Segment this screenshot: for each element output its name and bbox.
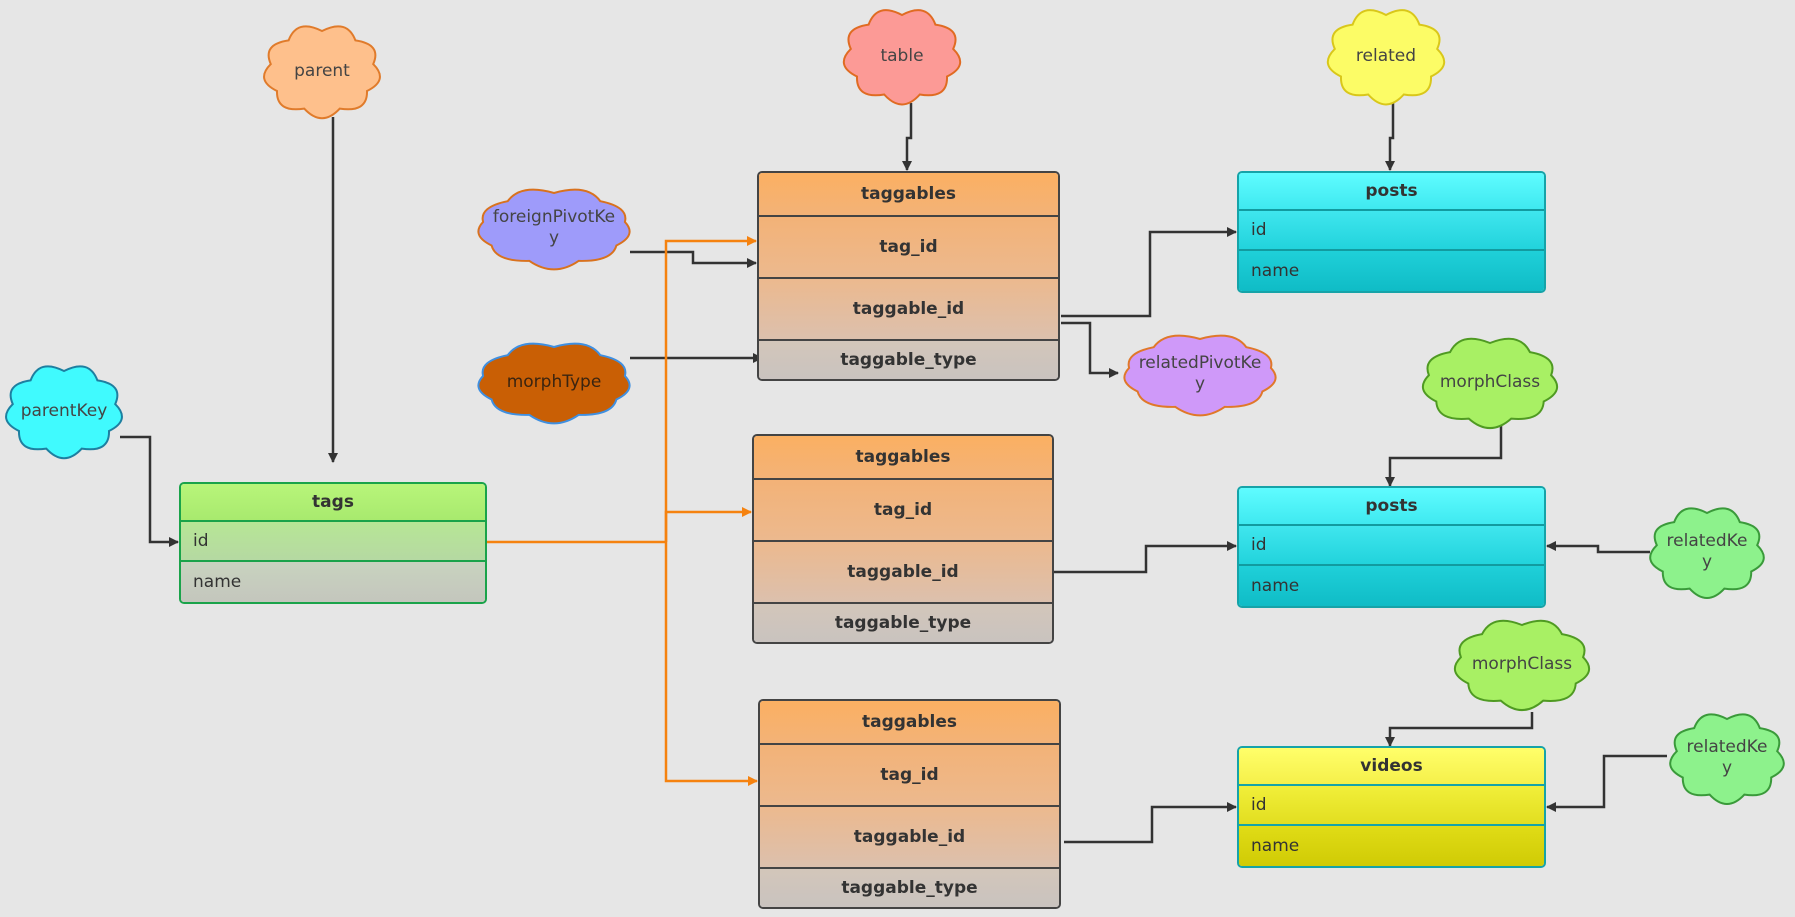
cloud-foreign-pivot-key: foreignPivotKey — [474, 186, 634, 271]
cloud-shape — [477, 188, 631, 271]
cloud-parent-key-label: parentKey — [20, 400, 108, 421]
connector-morphclass2-videos — [1385, 712, 1534, 747]
table-taggables-3-field-taggable-type: taggable_type — [760, 869, 1059, 907]
cloud-shape — [1649, 507, 1765, 600]
cloud-morph-class-1: morphClass — [1420, 336, 1560, 430]
cloud-foreign-pivot-key-label: foreignPivotKey — [492, 207, 616, 248]
table-videos-field-name: name — [1239, 826, 1544, 866]
table-taggables-3-title: taggables — [760, 701, 1059, 745]
cloud-related-pivot-key-label: relatedPivotKey — [1138, 353, 1262, 394]
cloud-shape — [1453, 619, 1591, 712]
connector-related-posts — [1385, 103, 1395, 171]
connector-foreignpivotkey-tagid — [630, 250, 757, 268]
table-taggables-1-field-taggable-type: taggable_type — [759, 341, 1058, 379]
cloud-related-key-1-label: relatedKey — [1666, 531, 1748, 572]
connector-taggableid-relatedpivotkey — [1061, 321, 1119, 378]
table-taggables-3[interactable]: taggables tag_id taggable_id taggable_ty… — [758, 699, 1061, 909]
connector-taggableid-posts1 — [1061, 227, 1237, 318]
table-videos-title: videos — [1239, 748, 1544, 786]
connector-tags-taggables1 — [664, 236, 757, 542]
table-posts-1[interactable]: posts id name — [1237, 171, 1546, 293]
cloud-related-key-2: relatedKey — [1668, 712, 1786, 806]
connector-relatedkey1-id — [1546, 541, 1650, 554]
cloud-related-key-1: relatedKey — [1648, 506, 1766, 600]
connector-taggableid-videos — [1064, 802, 1237, 844]
cloud-table: table — [842, 8, 962, 106]
table-taggables-2-field-taggable-type: taggable_type — [754, 604, 1052, 642]
cloud-parent-label: parent — [294, 60, 350, 81]
cloud-morph-class-1-label: morphClass — [1439, 371, 1541, 392]
cloud-parent: parent — [262, 24, 382, 120]
connector-tags-taggables2 — [664, 507, 752, 542]
cloud-related-pivot-key: relatedPivotKey — [1120, 332, 1280, 417]
cloud-shape — [1421, 337, 1559, 430]
cloud-parent-key: parentKey — [4, 364, 124, 460]
connector-tags-taggables3 — [664, 542, 758, 786]
cloud-related: related — [1326, 8, 1446, 106]
connector-taggableid-posts2 — [1053, 541, 1237, 574]
cloud-shape — [842, 9, 962, 106]
table-taggables-2[interactable]: taggables tag_id taggable_id taggable_ty… — [752, 434, 1054, 644]
connector-parentkey-id — [120, 435, 179, 547]
table-posts-2-title: posts — [1239, 488, 1544, 526]
table-taggables-1-field-taggable-id: taggable_id — [759, 279, 1058, 341]
table-posts-2-field-id: id — [1239, 526, 1544, 566]
table-posts-1-title: posts — [1239, 173, 1544, 211]
table-tags-field-name: name — [181, 562, 485, 602]
table-posts-2[interactable]: posts id name — [1237, 486, 1546, 608]
connector-morphclass1-posts2 — [1385, 426, 1503, 487]
cloud-morph-type: morphType — [474, 340, 634, 425]
table-taggables-3-field-tag-id: tag_id — [760, 745, 1059, 807]
cloud-related-key-2-label: relatedKey — [1686, 737, 1768, 778]
table-taggables-1[interactable]: taggables tag_id taggable_id taggable_ty… — [757, 171, 1060, 381]
cloud-table-label: table — [880, 45, 924, 66]
table-taggables-2-field-taggable-id: taggable_id — [754, 542, 1052, 604]
table-videos-field-id: id — [1239, 786, 1544, 826]
table-tags-title: tags — [181, 484, 485, 522]
cloud-morph-class-2-label: morphClass — [1471, 653, 1573, 674]
connector-table-taggables — [902, 103, 913, 171]
cloud-morph-class-2: morphClass — [1452, 618, 1592, 712]
cloud-shape — [263, 25, 381, 120]
table-posts-2-field-name: name — [1239, 566, 1544, 606]
cloud-shape — [477, 342, 631, 425]
cloud-shape — [5, 365, 123, 460]
table-taggables-1-field-tag-id: tag_id — [759, 217, 1058, 279]
table-taggables-2-field-tag-id: tag_id — [754, 480, 1052, 542]
table-tags[interactable]: tags id name — [179, 482, 487, 604]
table-posts-1-field-id: id — [1239, 211, 1544, 251]
table-tags-field-id: id — [181, 522, 485, 562]
table-videos[interactable]: videos id name — [1237, 746, 1546, 868]
cloud-shape — [1123, 334, 1277, 417]
table-taggables-2-title: taggables — [754, 436, 1052, 480]
cloud-morph-type-label: morphType — [506, 371, 602, 392]
cloud-shape — [1326, 9, 1446, 106]
cloud-shape — [1669, 713, 1785, 806]
table-taggables-3-field-taggable-id: taggable_id — [760, 807, 1059, 869]
cloud-related-label: related — [1355, 45, 1417, 66]
table-posts-1-field-name: name — [1239, 251, 1544, 291]
connector-relatedkey2-id — [1546, 754, 1667, 812]
table-taggables-1-title: taggables — [759, 173, 1058, 217]
